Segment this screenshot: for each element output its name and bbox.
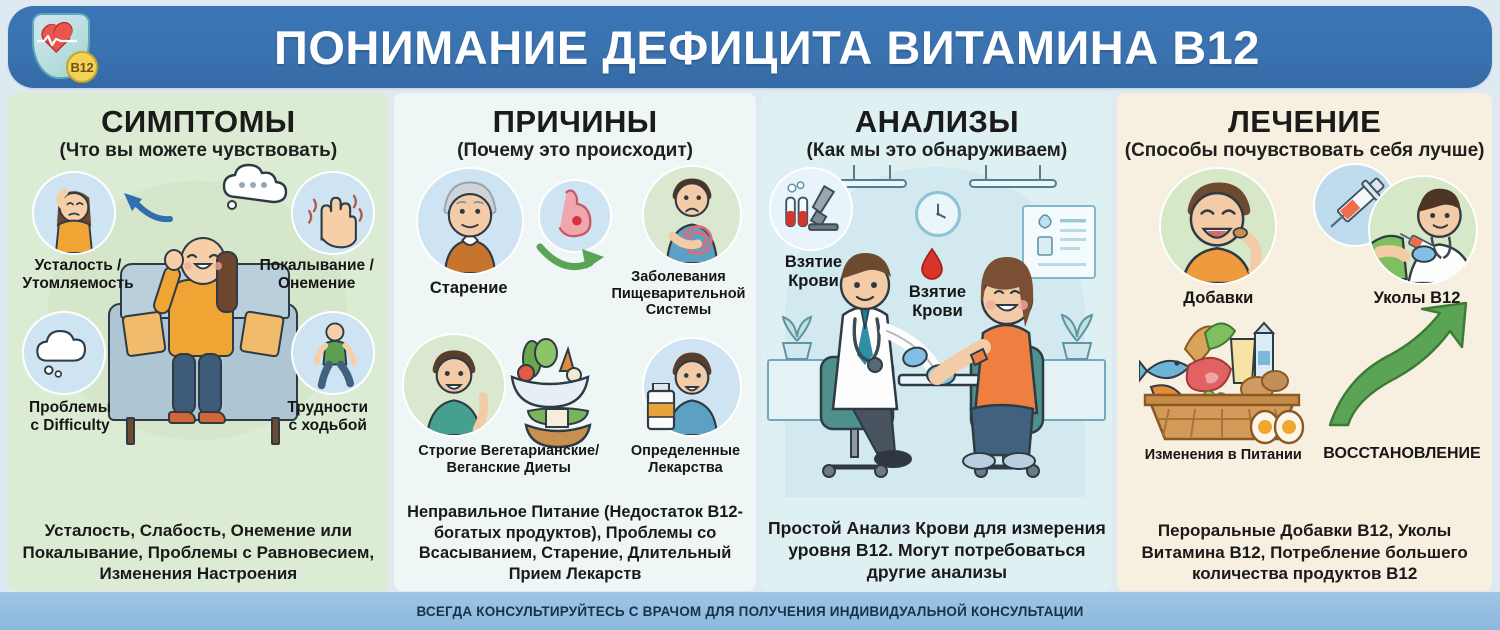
causes-title: ПРИЧИНЫ (492, 104, 658, 139)
header-banner: B12 ПОНИМАНИЕ ДЕФИЦИТА ВИТАМИНА B12 (8, 6, 1492, 88)
tests-subtitle: (Как мы это обнаруживаем) (806, 139, 1068, 161)
causes-header: ПРИЧИНЫ (Почему это происходит) (394, 93, 757, 161)
medical-chart-icon (1022, 205, 1097, 280)
woman-on-sofa-icon (106, 221, 298, 446)
blood-drop-icon (919, 247, 945, 281)
page-title: ПОНИМАНИЕ ДЕФИЦИТА ВИТАМИНА B12 (274, 20, 1260, 74)
tingling-hand-icon (290, 171, 375, 256)
injection-doctor-icon (1368, 175, 1478, 286)
smiling-face-icon (184, 254, 222, 271)
column-symptoms: СИМПТОМЫ (Что вы можете чувствовать) (8, 93, 389, 591)
stomach-ache-man-icon (642, 165, 743, 266)
symptoms-title: СИМПТОМЫ (101, 104, 296, 139)
memory-cloud-icon (22, 311, 106, 396)
caption-walking: Трудности с ходьбой (287, 399, 368, 434)
tofu-bowl-icon (522, 407, 594, 455)
caption-medications: Определенные Лекарства (630, 443, 741, 476)
tests-header: АНАЛИЗЫ (Как мы это обнаруживаем) (761, 93, 1112, 161)
column-causes: ПРИЧИНЫ (Почему это происходит) (393, 93, 757, 591)
up-arrow-icon (1324, 301, 1474, 441)
symptoms-header: СИМПТОМЫ (Что вы можете чувствовать) (8, 93, 389, 161)
tests-title: АНАЛИЗЫ (854, 104, 1019, 139)
food-basket-icon (1138, 313, 1305, 445)
caption-injections: Уколы B12 (1373, 289, 1461, 308)
pill-bottle-icon (644, 382, 678, 431)
symptoms-illustration: Усталость / Утомляемость (8, 161, 389, 520)
stomach-icon (537, 179, 612, 254)
caption-supplements: Добавки (1183, 289, 1254, 308)
footer-bar: ВСЕГДА КОНСУЛЬТИРУЙТЕСЬ С ВРАЧОМ ДЛЯ ПОЛ… (0, 592, 1500, 630)
caption-aging: Старение (429, 279, 508, 298)
treatment-subtitle: (Способы почувствовать себя лучше) (1124, 139, 1485, 161)
shield-heart-icon: B12 (26, 9, 98, 85)
vegetable-bowl-icon (502, 337, 598, 419)
caption-digestive: Заболевания Пищеварительной Системы (611, 269, 746, 318)
symptoms-summary: Усталость, Слабость, Онемение или Покалы… (22, 521, 375, 583)
caption-diet-changes: Изменения в Питании (1144, 447, 1302, 464)
treatment-header: ЛЕЧЕНИЕ (Способы почувствовать себя лучш… (1117, 93, 1492, 161)
caption-memory: Проблемы с Difficulty (28, 399, 112, 434)
test-tubes-microscope-icon (769, 167, 854, 252)
caption-vegan-diet: Строгие Вегетарианские/ Веганские Диеты (418, 443, 600, 476)
disclaimer-text: ВСЕГДА КОНСУЛЬТИРУЙТЕСЬ С ВРАЧОМ ДЛЯ ПОЛ… (416, 603, 1084, 619)
arrow-right-icon (536, 243, 604, 271)
blood-draw-scene-icon (820, 253, 1045, 479)
plant-icon (1054, 311, 1100, 361)
column-tests: АНАЛИЗЫ (Как мы это обнаруживаем) (761, 93, 1113, 591)
causes-subtitle: (Почему это происходит) (457, 139, 693, 161)
caption-blood-draw-patient: Взятие Крови (908, 283, 967, 320)
tired-woman-icon (32, 171, 116, 256)
walking-person-icon (290, 311, 375, 396)
wall-clock-icon (915, 191, 962, 238)
tests-illustration: Взятие Крови Взятие Крови (761, 161, 1113, 519)
caption-tingling: Покалывание / Онемение (259, 257, 374, 292)
columns-container: СИМПТОМЫ (Что вы можете чувствовать) (8, 93, 1492, 591)
causes-summary: Неправильное Питание (Недостаток B12-бог… (407, 503, 743, 583)
b12-badge: B12 (66, 51, 98, 83)
thought-cloud-icon (220, 163, 292, 215)
treatment-title: ЛЕЧЕНИЕ (1228, 104, 1382, 139)
ecg-line-icon (37, 34, 77, 47)
symptoms-subtitle: (Что вы можете чувствовать) (59, 139, 338, 161)
caption-recovery: ВОССТАНОВЛЕНИЕ (1323, 445, 1481, 463)
column-treatment: ЛЕЧЕНИЕ (Способы почувствовать себя лучш… (1117, 93, 1492, 591)
vegan-man-icon (401, 333, 506, 438)
tests-summary: Простой Анализ Крови для измерения уровн… (768, 518, 1106, 583)
man-taking-pill-icon (1159, 167, 1278, 286)
causes-illustration: Старение (394, 161, 757, 502)
treatment-illustration: Добавки (1117, 161, 1492, 520)
caption-blood-draw-lab: Взятие Крови (784, 253, 843, 290)
caption-fatigue: Усталость / Утомляемость (22, 257, 134, 292)
plant-icon (775, 313, 819, 361)
elderly-man-icon (415, 167, 524, 276)
arrow-left-icon (124, 193, 173, 223)
treatment-summary: Пероральные Добавки B12, Уколы Витамина … (1141, 521, 1468, 583)
